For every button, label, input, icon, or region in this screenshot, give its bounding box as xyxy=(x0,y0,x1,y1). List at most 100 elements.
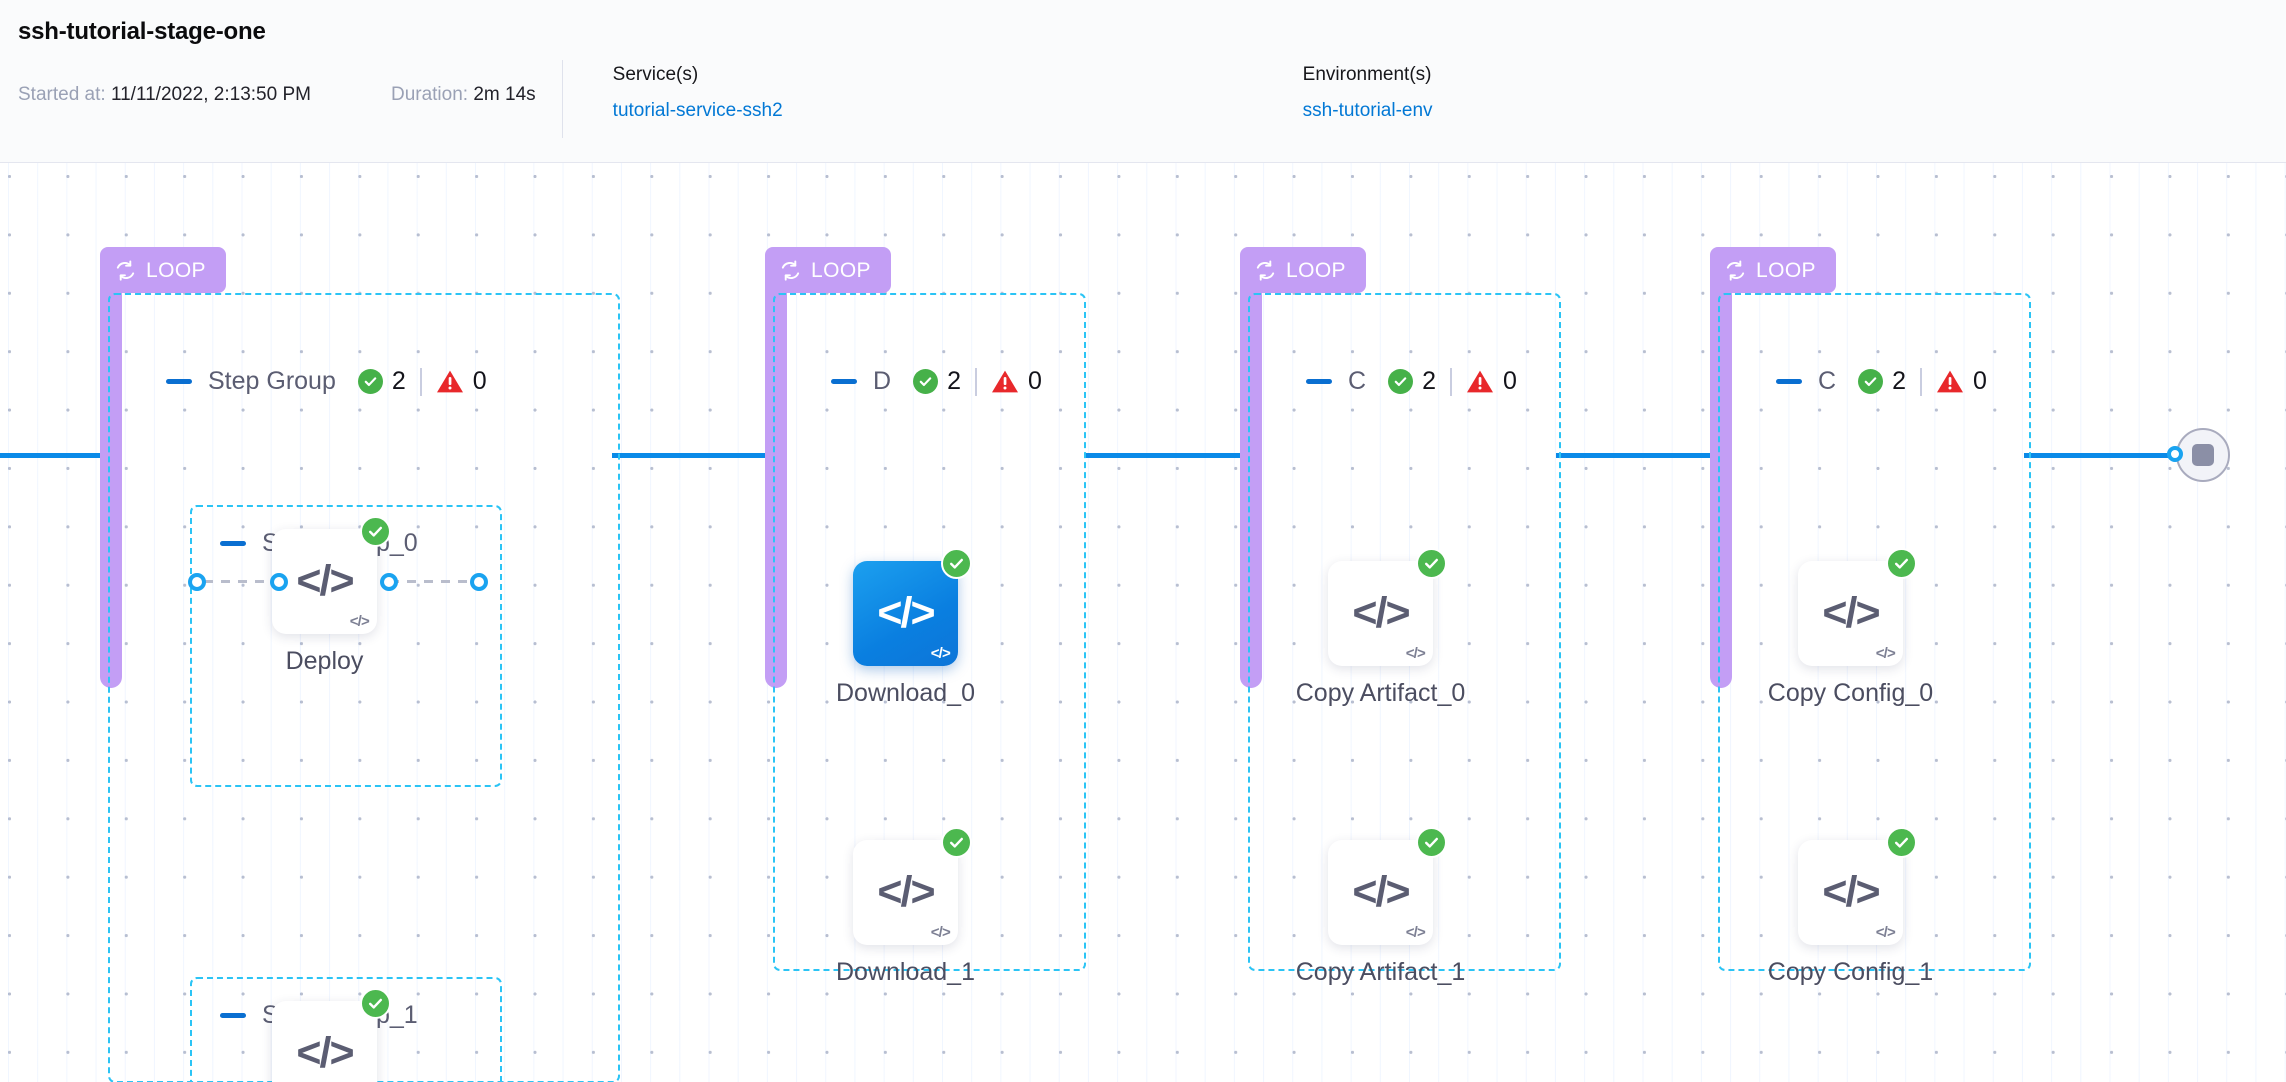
success-count: 2 xyxy=(913,367,961,396)
success-count-value: 2 xyxy=(1422,367,1436,395)
error-count: 0 xyxy=(1466,367,1517,396)
collapse-toggle-icon[interactable] xyxy=(220,541,246,546)
node-card[interactable]: </> </> xyxy=(1328,548,1447,666)
count-divider xyxy=(419,367,422,396)
page-title: ssh-tutorial-stage-one xyxy=(18,18,266,45)
code-icon: </> xyxy=(1822,868,1880,916)
services-label: Service(s) xyxy=(612,64,699,85)
group-title: C xyxy=(1818,367,1837,395)
node-card[interactable]: </> </> xyxy=(272,988,391,1082)
loop-icon xyxy=(779,259,802,282)
code-small-icon: </> xyxy=(930,924,951,941)
environments-label: Environment(s) xyxy=(1302,64,1432,85)
check-icon xyxy=(913,369,939,394)
code-small-icon: </> xyxy=(1405,924,1426,941)
node-deploy: </> </> Deploy xyxy=(272,516,391,675)
node-label: Copy Config_1 xyxy=(1767,958,1934,986)
status-badge-success xyxy=(941,548,972,579)
code-icon: </> xyxy=(296,557,354,605)
code-icon: </> xyxy=(1352,589,1410,637)
port-link-right xyxy=(390,580,476,583)
collapse-toggle-icon[interactable] xyxy=(166,379,192,384)
duration: Duration: 2m 14s xyxy=(391,62,536,108)
group-dashed-border xyxy=(773,293,1086,971)
end-node xyxy=(2167,428,2230,482)
collapse-toggle-icon[interactable] xyxy=(1306,379,1332,384)
code-small-icon: </> xyxy=(1875,645,1896,662)
error-count: 0 xyxy=(1936,367,1987,396)
error-count-value: 0 xyxy=(1972,367,1987,395)
loop-badge[interactable]: LOOP xyxy=(1240,247,1366,293)
loop-bar xyxy=(765,273,787,688)
status-badge-success xyxy=(1886,827,1917,858)
node-label: Copy Artifact_1 xyxy=(1295,958,1466,986)
node-copy-artifact-1: </> </> Copy Artifact_1 xyxy=(1296,827,1465,986)
node-card[interactable]: </> </> xyxy=(272,516,391,634)
end-node-circle[interactable] xyxy=(2176,428,2230,482)
connector-line-1-to-2 xyxy=(612,453,770,458)
collapse-toggle-icon[interactable] xyxy=(1776,379,1802,384)
error-count-value: 0 xyxy=(472,367,487,395)
node-card[interactable]: </> </> xyxy=(1798,827,1917,945)
status-badge-success xyxy=(360,988,391,1019)
error-count-value: 0 xyxy=(1027,367,1042,395)
group-title: D xyxy=(873,367,892,395)
port-inner-left[interactable] xyxy=(270,573,288,591)
pipeline-canvas[interactable]: LOOP Step Group 2 0 xyxy=(0,163,2286,1082)
node-download-0: </> </> Download_0 xyxy=(836,548,975,707)
group-header: Step Group 2 0 xyxy=(166,367,487,396)
code-small-icon: </> xyxy=(1875,924,1896,941)
port-outer-right[interactable] xyxy=(470,573,488,591)
connector-line-2-to-3 xyxy=(1086,453,1244,458)
check-icon xyxy=(357,369,383,394)
code-icon: </> xyxy=(877,868,935,916)
subgroup-dashed-border-0 xyxy=(190,505,502,787)
loop-badge[interactable]: LOOP xyxy=(1710,247,1836,293)
collapse-toggle-icon[interactable] xyxy=(831,379,857,384)
environments-value-link[interactable]: ssh-tutorial-env xyxy=(1302,100,1433,121)
connector-line-4-to-end xyxy=(2024,453,2182,458)
node-card[interactable]: </> </> xyxy=(853,548,972,666)
loop-badge[interactable]: LOOP xyxy=(765,247,891,293)
port-link-left xyxy=(204,580,286,583)
warning-triangle-icon xyxy=(1466,370,1493,393)
loop-bar xyxy=(100,273,122,688)
node-card[interactable]: </> </> xyxy=(1798,548,1917,666)
node-card[interactable]: </> </> xyxy=(1328,827,1447,945)
code-small-icon: </> xyxy=(349,613,370,630)
group-header: C 2 0 xyxy=(1306,367,1517,396)
success-count-value: 2 xyxy=(391,367,406,395)
duration-label: Duration: xyxy=(390,84,469,105)
group-title: C xyxy=(1348,367,1367,395)
node-label: Copy Config_0 xyxy=(1767,679,1934,707)
started-at-value: 11/11/2022, 2:13:50 PM xyxy=(110,84,311,105)
status-badge-success xyxy=(1416,827,1447,858)
port-outer-left[interactable] xyxy=(188,573,206,591)
group-title: Step Group xyxy=(208,367,336,395)
loop-badge-label: LOOP xyxy=(146,258,206,282)
port-inner-right[interactable] xyxy=(380,573,398,591)
error-count: 0 xyxy=(436,367,487,396)
success-count: 2 xyxy=(1388,367,1436,396)
node-label: Download_1 xyxy=(836,958,975,986)
subgroup-dashed-border-1 xyxy=(190,977,502,1082)
execution-meta-row: Started at: 11/11/2022, 2:13:50 PM Durat… xyxy=(18,60,2286,142)
end-node-port[interactable] xyxy=(2167,446,2183,462)
code-icon: </> xyxy=(1822,589,1880,637)
node-label: Deploy xyxy=(285,647,364,675)
count-divider xyxy=(1449,367,1452,396)
code-icon: </> xyxy=(296,1029,354,1077)
success-count: 2 xyxy=(1858,367,1906,396)
node-card[interactable]: </> </> xyxy=(853,827,972,945)
loop-icon xyxy=(1254,259,1277,282)
loop-badge-label: LOOP xyxy=(811,258,871,282)
node-copy-config-1: </> </> Copy Config_1 xyxy=(1768,827,1933,986)
code-icon: </> xyxy=(1352,868,1410,916)
loop-bar xyxy=(1710,273,1732,688)
status-badge-success xyxy=(941,827,972,858)
services-value-link[interactable]: tutorial-service-ssh2 xyxy=(612,100,783,121)
collapse-toggle-icon[interactable] xyxy=(220,1013,246,1018)
node-download-1: </> </> Download_1 xyxy=(836,827,975,986)
stop-icon xyxy=(2192,444,2214,466)
loop-badge[interactable]: LOOP xyxy=(100,247,226,293)
